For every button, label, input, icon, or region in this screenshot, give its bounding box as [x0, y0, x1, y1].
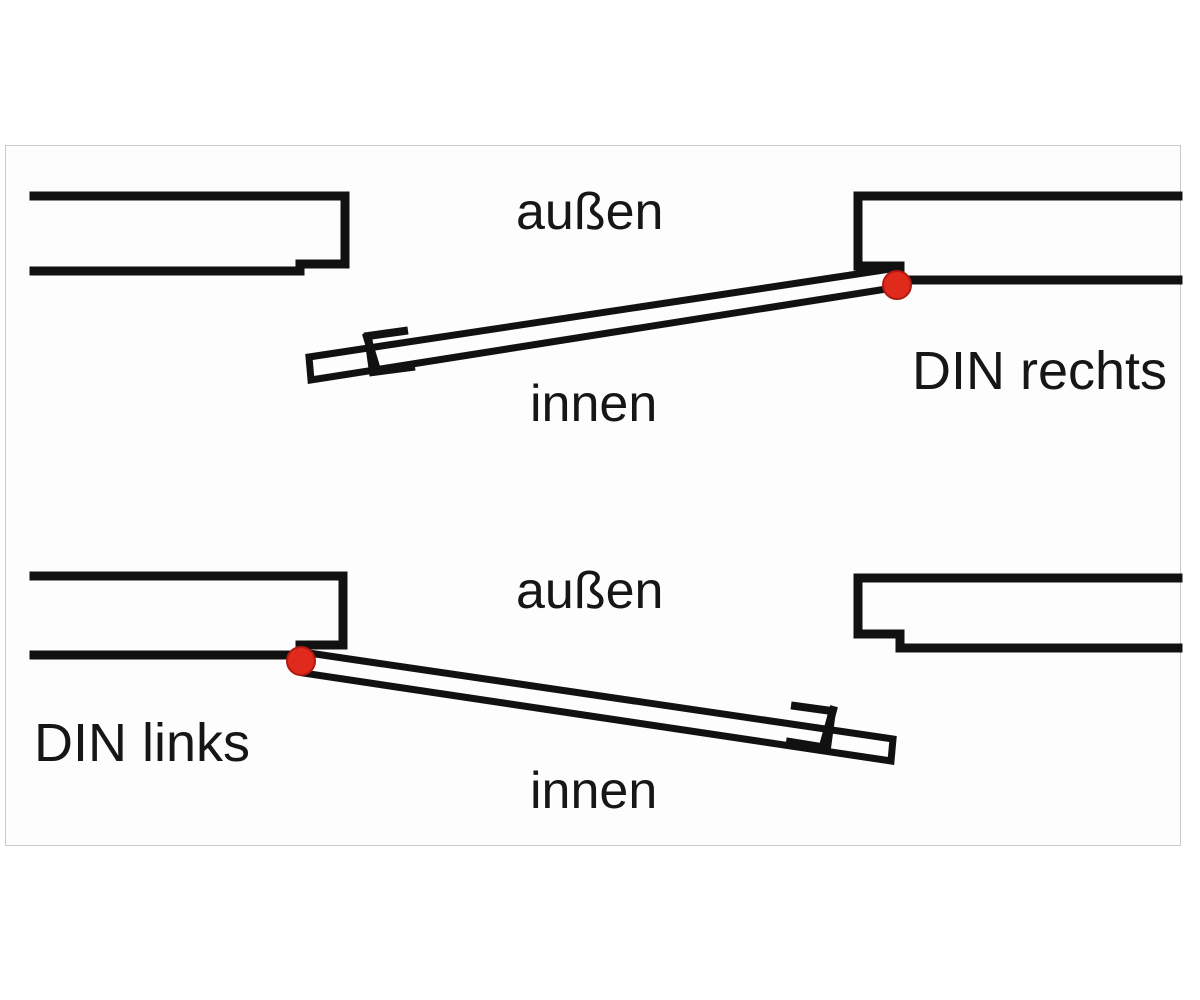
label-din-rechts: DIN rechts [912, 341, 1168, 401]
label-aussen-top: außen [516, 183, 664, 241]
label-innen-top: innen [530, 375, 658, 433]
label-aussen-bottom: außen [516, 562, 664, 620]
label-innen-bottom: innen [530, 762, 658, 820]
label-din-links: DIN links [34, 713, 251, 773]
